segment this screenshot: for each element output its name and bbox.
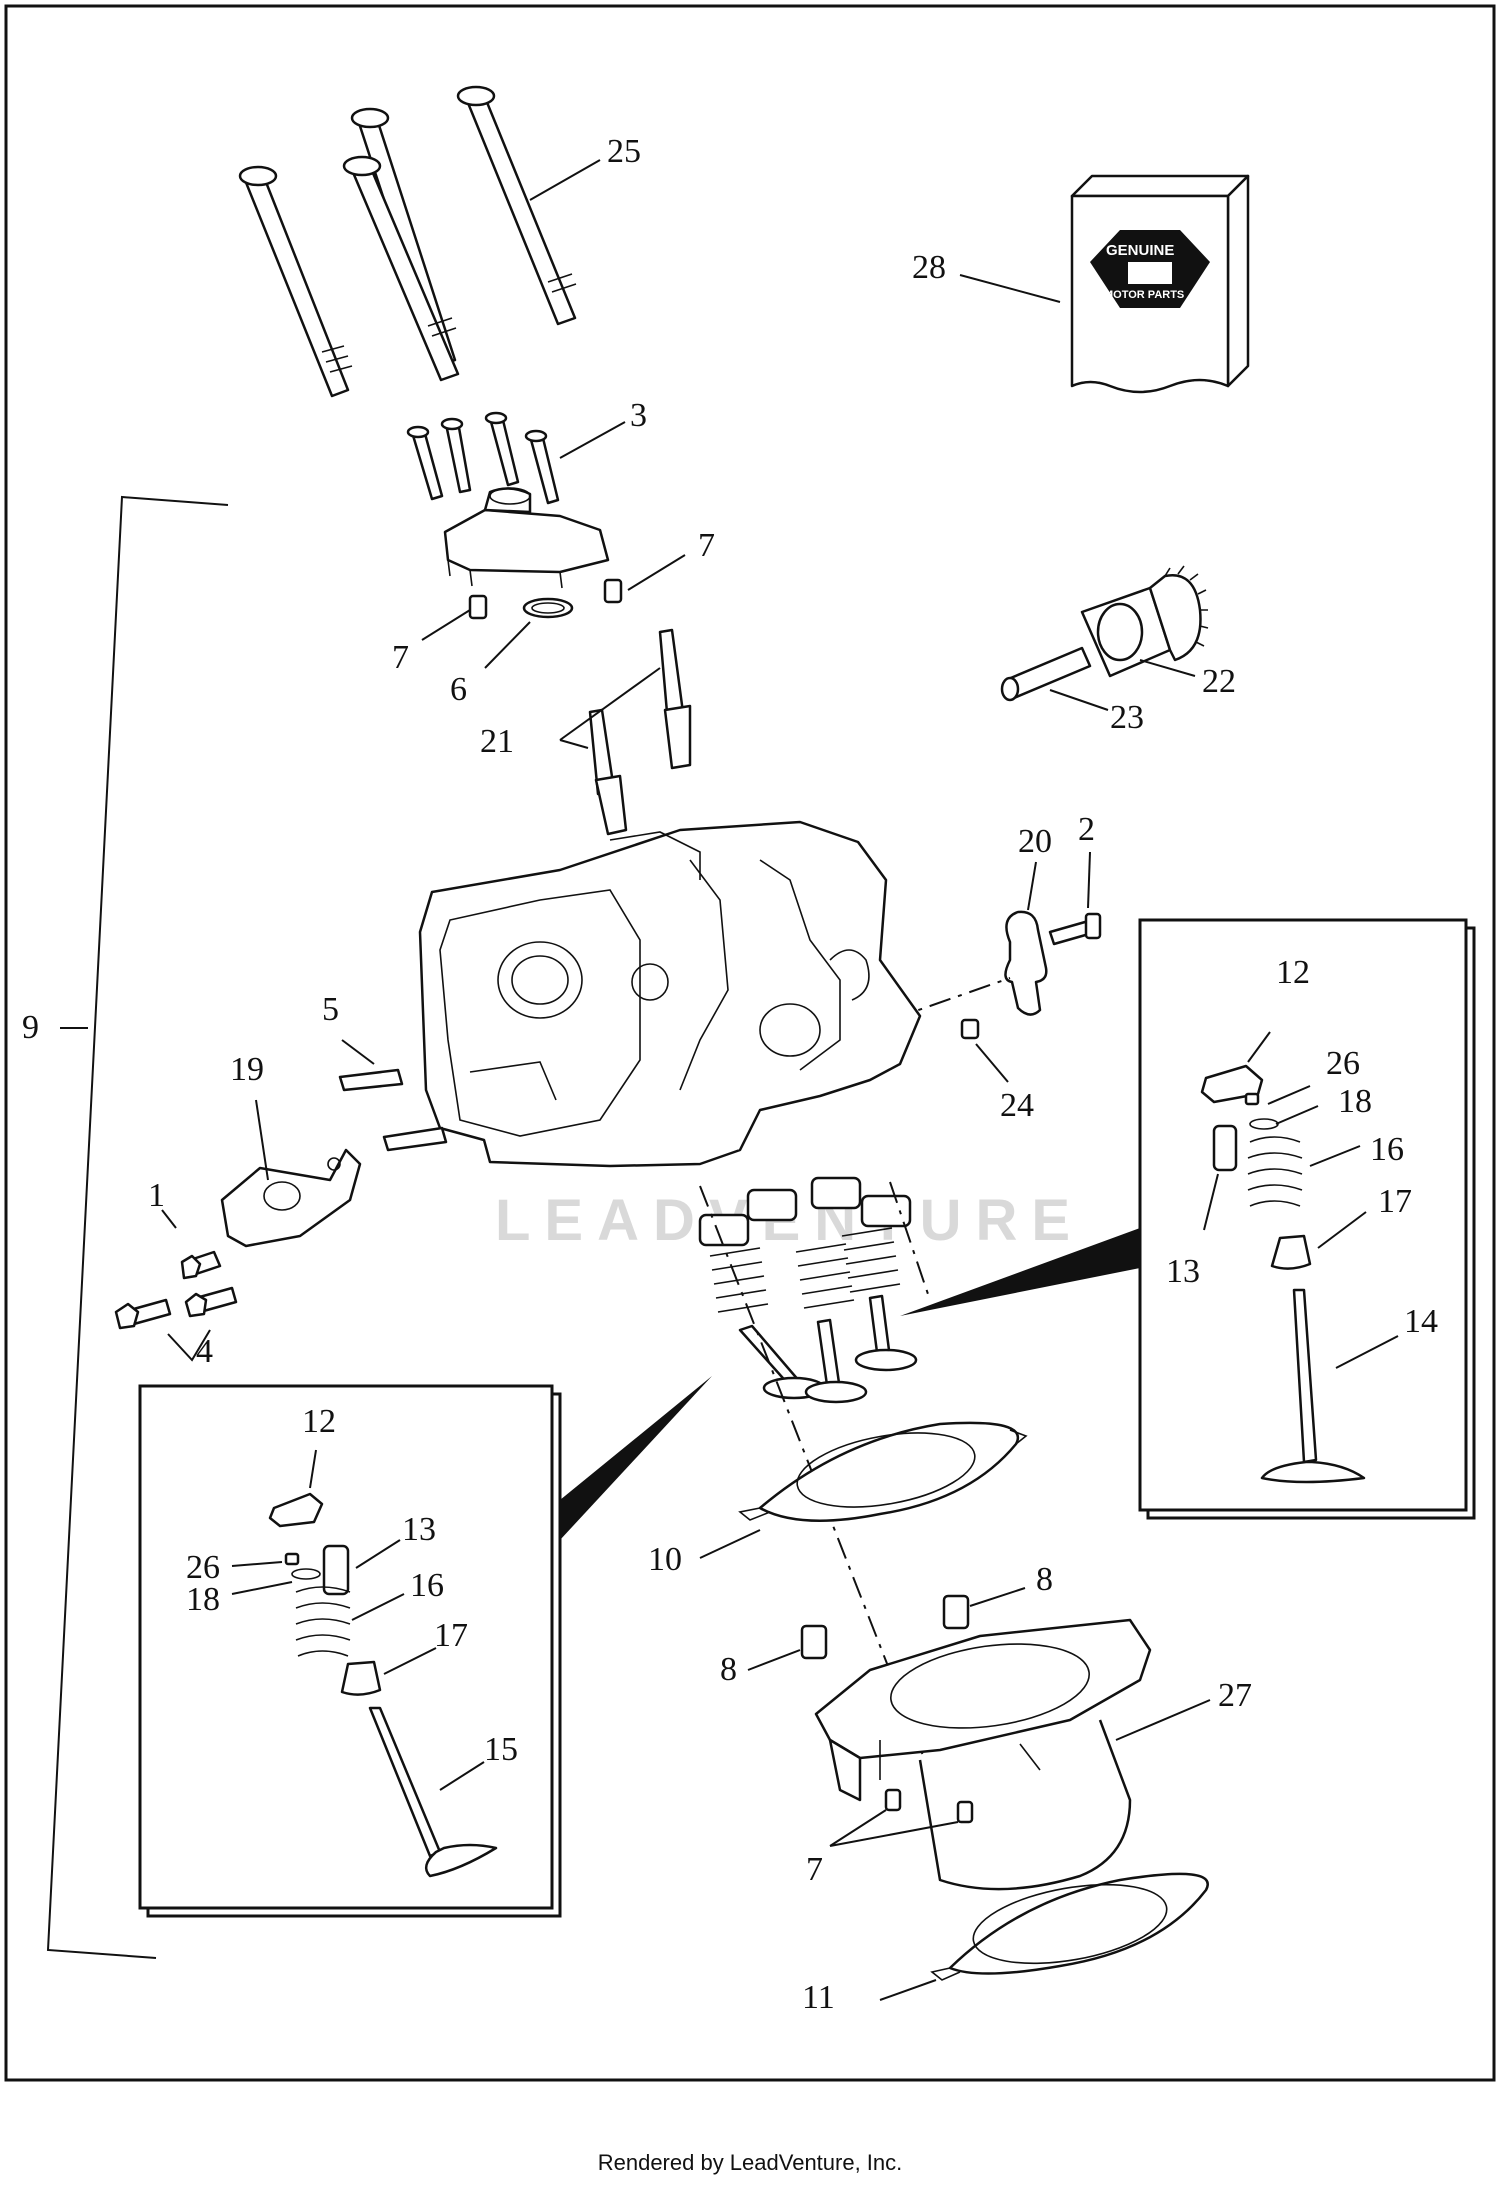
callout-9: 9 (22, 1009, 39, 1046)
callout-20: 20 (1018, 823, 1052, 860)
o-ring[interactable] (522, 597, 574, 619)
cylinder-head[interactable] (418, 820, 922, 1168)
callout-17r: 17 (1378, 1183, 1412, 1220)
callout-12l: 12 (302, 1403, 336, 1440)
callout-11: 11 (802, 1979, 835, 2016)
inset-pointer-right (900, 1228, 1140, 1316)
spark-plugs[interactable] (588, 628, 692, 836)
inset-pointer-left (560, 1376, 712, 1540)
callout-21: 21 (480, 723, 514, 760)
callout-16r: 16 (1370, 1131, 1404, 1168)
dowel-pins-bottom[interactable] (884, 1788, 974, 1824)
callout-12r: 12 (1276, 954, 1310, 991)
valve-train-cluster[interactable] (698, 1176, 918, 1404)
callout-28: 28 (912, 249, 946, 286)
callout-18r: 18 (1338, 1083, 1372, 1120)
bolt-1[interactable] (180, 1250, 222, 1280)
render-credit: Rendered by LeadVenture, Inc. (597, 2150, 903, 2175)
callout-8b: 8 (720, 1651, 737, 1688)
inset-right-parts[interactable] (1200, 1064, 1366, 1484)
callout-7c: 7 (806, 1851, 823, 1888)
inset-left-parts[interactable] (268, 1492, 498, 1878)
callout-26l: 26 (186, 1549, 220, 1586)
assembly-bracket-9 (46, 495, 229, 1959)
dowel-pins-top[interactable] (468, 578, 623, 620)
callout-5: 5 (322, 991, 339, 1028)
callout-13r: 13 (1166, 1253, 1200, 1290)
diagram-border (4, 4, 1496, 2082)
callout-23: 23 (1110, 699, 1144, 736)
callout-16l: 16 (410, 1567, 444, 1604)
dowel-pins-5[interactable] (338, 1068, 448, 1152)
callout-17l: 17 (434, 1617, 468, 1654)
bolt-2[interactable] (1048, 912, 1102, 946)
inset-left (138, 1384, 554, 1910)
callout-19: 19 (230, 1051, 264, 1088)
head-bolts[interactable] (238, 85, 577, 398)
callout-4: 4 (196, 1333, 213, 1370)
callout-18l: 18 (186, 1581, 220, 1618)
cylinder[interactable] (814, 1618, 1152, 1891)
base-gasket[interactable] (930, 1872, 1209, 1981)
callout-27: 27 (1218, 1677, 1252, 1714)
callout-26r: 26 (1326, 1045, 1360, 1082)
logo-line2: MOTOR PARTS (1104, 289, 1184, 301)
callout-14: 14 (1404, 1303, 1438, 1340)
callout-6: 6 (450, 671, 467, 708)
callout-10: 10 (648, 1541, 682, 1578)
dowel-pins-8[interactable] (800, 1594, 970, 1660)
callout-13l: 13 (402, 1511, 436, 1548)
rocker-support-19[interactable] (220, 1148, 362, 1248)
cam-gear-assembly[interactable] (1080, 565, 1209, 678)
callout-24: 24 (1000, 1087, 1034, 1124)
head-gasket[interactable] (738, 1421, 1028, 1522)
rocker-support-bolts[interactable] (406, 411, 560, 505)
genuine-parts-box[interactable]: GENUINE MOTOR PARTS (1070, 174, 1250, 394)
cam-pin[interactable] (1000, 646, 1092, 702)
callout-3: 3 (630, 397, 647, 434)
bracket-20[interactable] (1004, 910, 1048, 1016)
callout-7b: 7 (698, 527, 715, 564)
callout-22: 22 (1202, 663, 1236, 700)
logo-line1: GENUINE (1106, 242, 1174, 259)
bolts-4[interactable] (114, 1286, 238, 1330)
stud-24[interactable] (960, 1018, 980, 1040)
callout-2: 2 (1078, 811, 1095, 848)
callout-7a: 7 (392, 639, 409, 676)
callout-15: 15 (484, 1731, 518, 1768)
callout-1: 1 (148, 1177, 165, 1214)
callout-8a: 8 (1036, 1561, 1053, 1598)
callout-25: 25 (607, 133, 641, 170)
rocker-support-top[interactable] (443, 487, 610, 589)
